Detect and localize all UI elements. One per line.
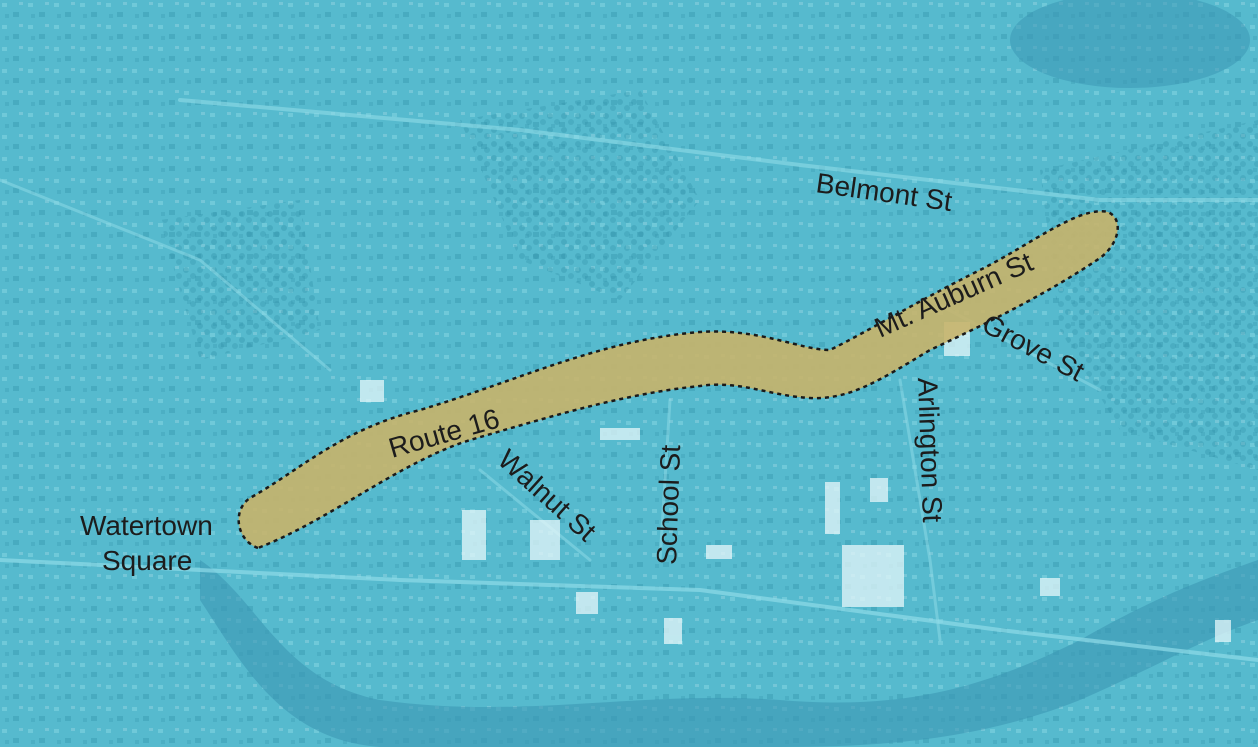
pond	[1010, 0, 1250, 88]
route-16-corridor	[237, 209, 1119, 550]
woodland-west	[160, 200, 320, 360]
charles-river	[200, 560, 1258, 747]
label-school-st: School St	[651, 444, 686, 565]
label-watertown-square-line2: Square	[102, 545, 192, 576]
buildings	[360, 322, 1231, 644]
label-watertown-square-line1: Watertown	[80, 510, 213, 541]
woodland-north	[460, 90, 700, 300]
woodland-east	[1040, 120, 1258, 470]
label-arlington-st: Arlington St	[912, 377, 948, 523]
